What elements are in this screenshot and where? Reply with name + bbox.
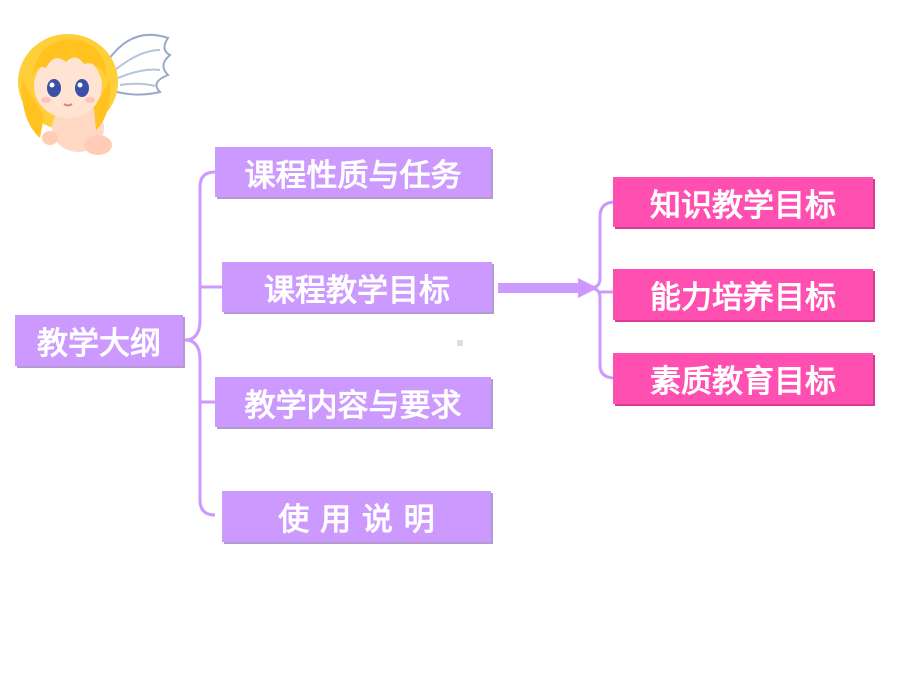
- branch-node-course-nature: 课程性质与任务: [215, 147, 491, 197]
- angel-cupid-icon: [18, 33, 172, 155]
- sub-node-knowledge-objectives: 知识教学目标: [613, 177, 873, 227]
- sub-node-quality-objectives: 素质教育目标: [613, 353, 873, 404]
- root-node: 教学大纲: [15, 315, 183, 366]
- brace-line-left: [184, 170, 216, 517]
- sub-node-ability-objectives: 能力培养目标: [613, 269, 873, 320]
- branch-node-teaching-objectives: 课程教学目标: [222, 262, 492, 312]
- branch-node-usage-notes: 使 用 说 明: [222, 491, 491, 542]
- decorative-dot: [457, 340, 463, 346]
- branch-node-content-requirements: 教学内容与要求: [215, 377, 491, 427]
- arrow-right-icon: [498, 278, 598, 298]
